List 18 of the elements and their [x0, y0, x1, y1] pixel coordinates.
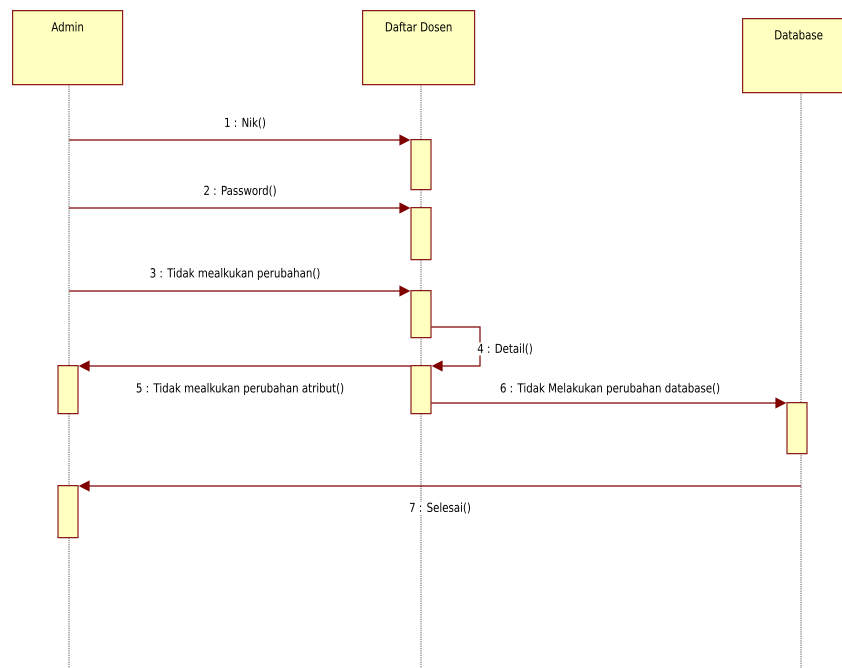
- message-arrow: [432, 326, 481, 372]
- message-label: 7 : Selesai(): [408, 501, 472, 515]
- lifeline-head: Database: [742, 18, 842, 94]
- activation-bar: [410, 290, 432, 338]
- activation-bar: [57, 485, 79, 538]
- message-label: 3 : Tidak mealkukan perubahan(): [148, 266, 322, 282]
- activation-bar: [57, 365, 79, 414]
- activation-bar: [410, 365, 432, 414]
- activation-bar: [786, 402, 808, 454]
- lifeline-head: Daftar Dosen: [362, 10, 476, 86]
- message-label: 4 : Detail(): [476, 342, 534, 356]
- activation-bar: [410, 207, 432, 260]
- message-label: 6 : Tidak Melakukan perubahan database(): [498, 382, 722, 396]
- lifeline-head: Admin: [12, 10, 124, 86]
- activation-bar: [410, 139, 432, 190]
- message-label: 2 : Password(): [202, 184, 278, 198]
- message-label: 5 : Tidak mealkukan perubahan atribut(): [134, 382, 346, 396]
- message-label: 1 : Nik(): [223, 116, 267, 130]
